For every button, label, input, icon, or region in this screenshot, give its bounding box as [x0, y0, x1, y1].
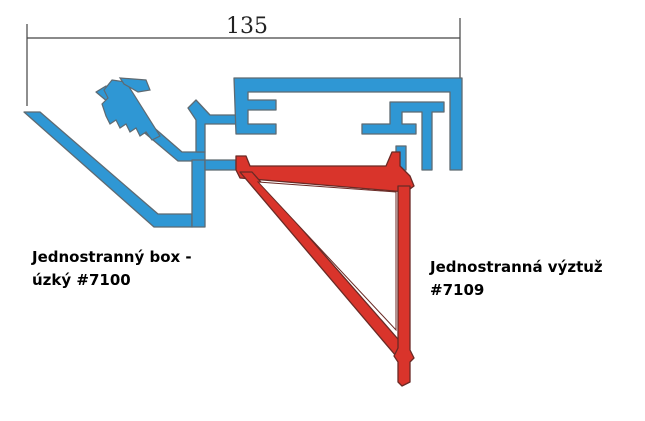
box-riser — [191, 159, 206, 228]
label-box-profile: Jednostranný box - úzký #7100 — [32, 246, 192, 292]
label-reinforcement-line2: #7109 — [430, 281, 485, 299]
label-box-profile-line2: úzký #7100 — [32, 271, 131, 289]
box-serration-teeth — [101, 79, 161, 141]
label-reinforcement-line1: Jednostranná výztuž — [430, 258, 603, 276]
box-serration — [101, 77, 161, 141]
box-neck — [187, 99, 241, 153]
box-slope-wall — [23, 111, 193, 228]
reinforcement-triangle-cutout — [256, 181, 397, 332]
box-hook-tip — [118, 77, 151, 93]
reinforcement-profile-7109 — [235, 151, 415, 387]
box-lower-bar — [204, 159, 237, 171]
box-top-frame — [233, 77, 463, 171]
box-right-hook — [361, 101, 445, 171]
label-box-profile-line1: Jednostranný box - — [32, 248, 192, 266]
dimension-value: 135 — [226, 14, 268, 39]
reinforcement-vertical-post — [393, 185, 415, 387]
reinforcement-top-rail — [235, 151, 415, 193]
label-reinforcement-profile: Jednostranná výztuž #7109 — [430, 256, 603, 302]
dimension-annotation — [26, 18, 461, 106]
